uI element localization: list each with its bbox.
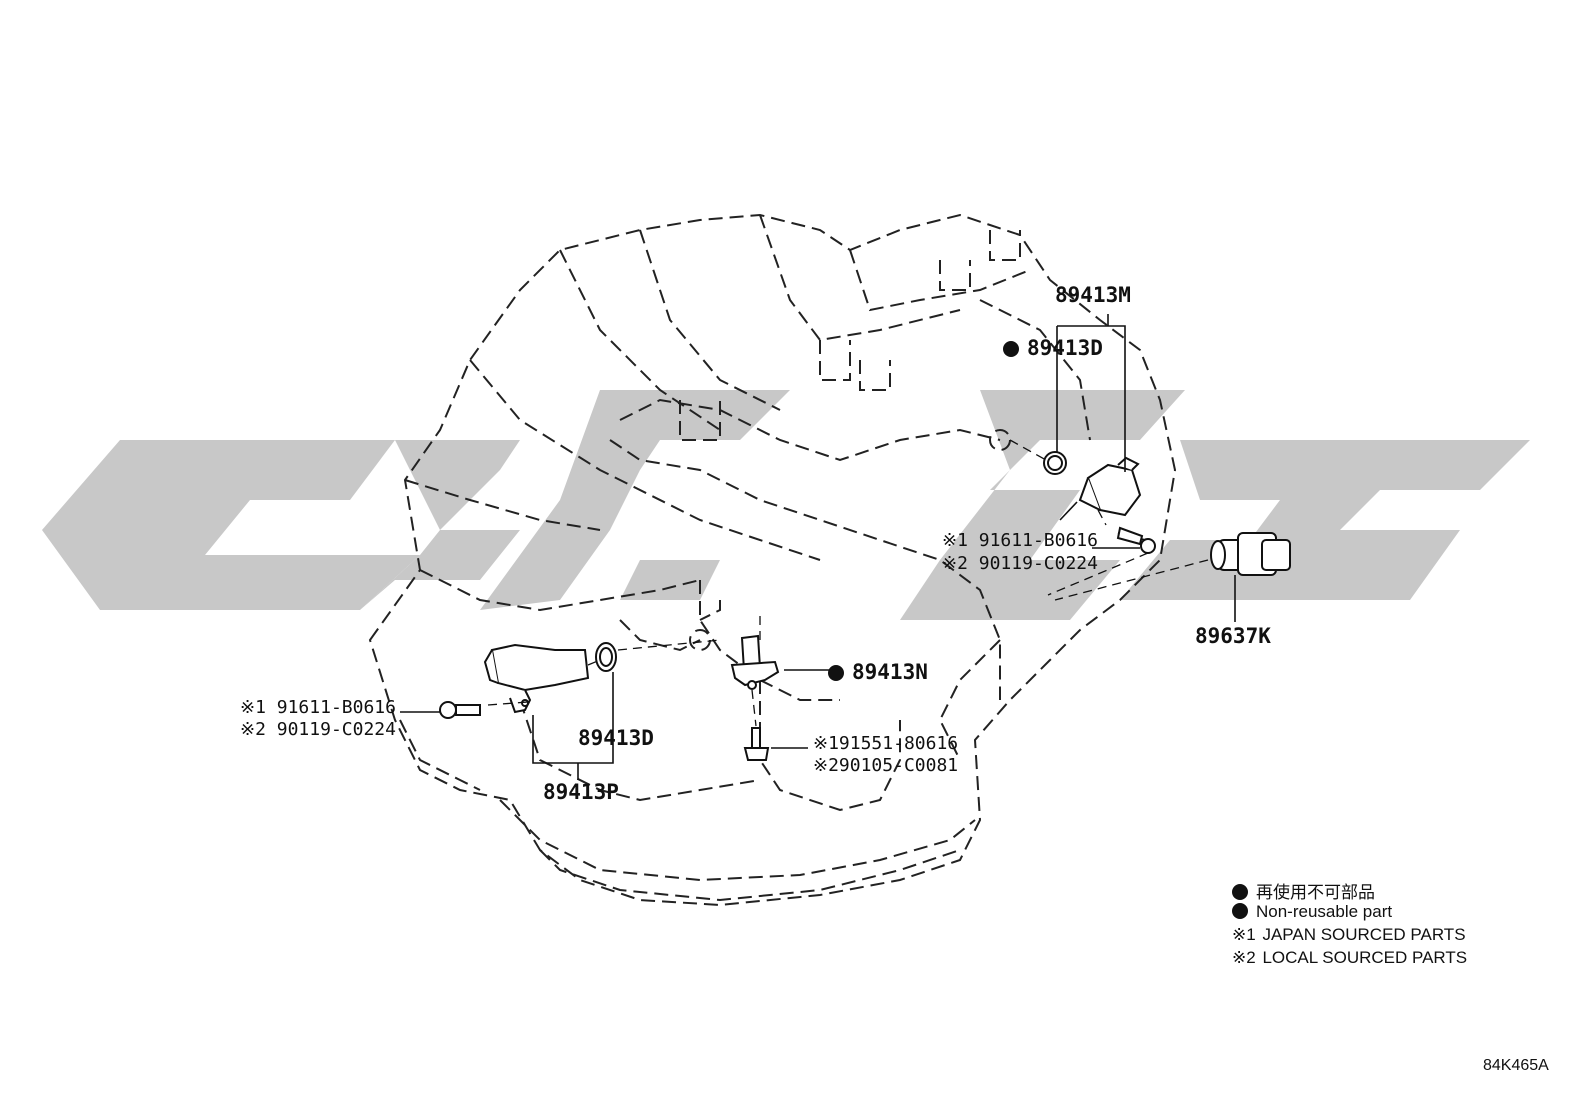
legend-item-non-reusable-jp: 再使用不可部品	[1232, 878, 1375, 903]
ref-label-left-2: ※2 90119-C0224	[240, 719, 396, 740]
ref-label-left-1: ※1 91611-B0616	[240, 697, 396, 718]
alignment-lines	[487, 439, 1209, 727]
speed-sensor-89413N	[730, 634, 780, 690]
part-label-89413N: 89413N	[828, 660, 928, 684]
legend-item-local-sourced: ※2 LOCAL SOURCED PARTS	[1232, 948, 1468, 967]
part-label-89413P: 89413P	[543, 780, 619, 804]
watermark-logo	[42, 390, 1530, 620]
non-reusable-dot-icon	[828, 665, 844, 681]
speed-sensor-89413P	[483, 643, 590, 714]
transmission-outline	[368, 213, 1177, 907]
ref-label-middle-1: ※191551-80616	[813, 733, 959, 754]
legend-item-japan-sourced: ※1 JAPAN SOURCED PARTS	[1232, 925, 1466, 944]
leader-lines	[400, 314, 1236, 780]
figure-id: 84K465A	[1483, 1057, 1549, 1074]
non-reusable-dot-icon	[1003, 341, 1019, 357]
bolt-middle	[743, 727, 770, 761]
o-ring-top	[1043, 451, 1067, 475]
bolt-left	[439, 701, 481, 719]
ref-label-top-2: ※2 90119-C0224	[942, 553, 1098, 574]
pressure-switch-89637K	[1210, 532, 1291, 576]
part-label-89413M: 89413M	[1055, 283, 1131, 307]
part-label-89637K: 89637K	[1195, 624, 1271, 648]
o-ring-left	[595, 642, 617, 672]
non-reusable-dot-icon	[1232, 903, 1248, 919]
ref-label-top-1: ※1 91611-B0616	[942, 530, 1098, 551]
non-reusable-dot-icon	[1232, 884, 1248, 900]
part-label-89413D-bottom: 89413D	[578, 726, 654, 750]
part-label-89413D-top: 89413D	[1003, 336, 1103, 360]
ref-label-middle-2: ※290105-C0081	[813, 755, 959, 776]
bolt-top	[1116, 526, 1156, 554]
speed-sensor-top	[1078, 456, 1142, 517]
legend-item-non-reusable-en: Non-reusable part	[1232, 902, 1392, 922]
